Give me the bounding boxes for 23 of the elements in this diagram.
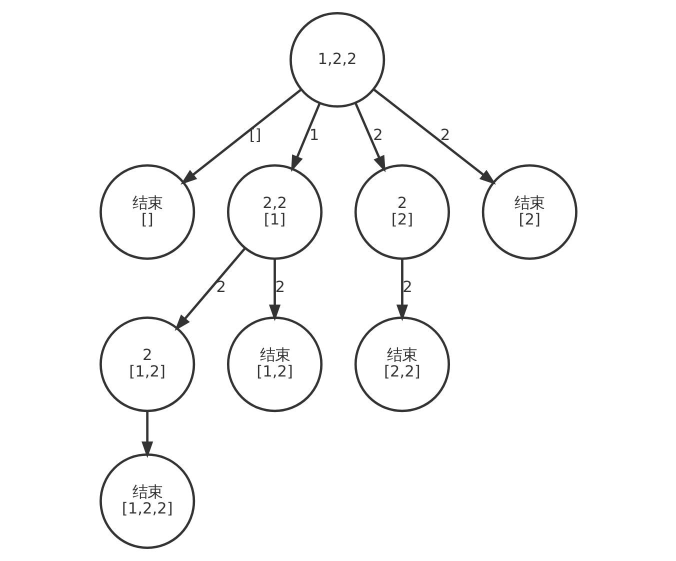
node-circle: 结束 [] xyxy=(99,164,195,260)
arrow xyxy=(268,259,280,322)
edge-label: 2 xyxy=(274,278,284,296)
edge-label: 2 xyxy=(372,126,382,144)
edge-label: 2 xyxy=(402,278,412,296)
edge-label: 2 xyxy=(216,278,226,296)
node-circle: 2 [1,2] xyxy=(99,316,195,412)
arrow xyxy=(174,248,246,331)
node-circle: 结束 [2] xyxy=(481,164,577,260)
edge-label: 2 xyxy=(440,126,450,144)
node-circle: 结束 [1,2,2] xyxy=(99,453,195,549)
node-circle: 1,2,2 xyxy=(289,12,385,108)
edge-label: 1 xyxy=(308,126,319,144)
node-circle: 2,2 [1] xyxy=(226,164,322,260)
arrow xyxy=(354,102,386,172)
arrow xyxy=(180,88,302,185)
node-circle: 结束 [2,2] xyxy=(354,316,450,412)
arrow xyxy=(290,102,320,172)
arrow xyxy=(372,88,496,185)
arrow xyxy=(396,259,408,322)
arrow xyxy=(141,411,153,458)
node-circle: 2 [2] xyxy=(354,164,450,260)
node-circle: 结束 [1,2] xyxy=(226,316,322,412)
